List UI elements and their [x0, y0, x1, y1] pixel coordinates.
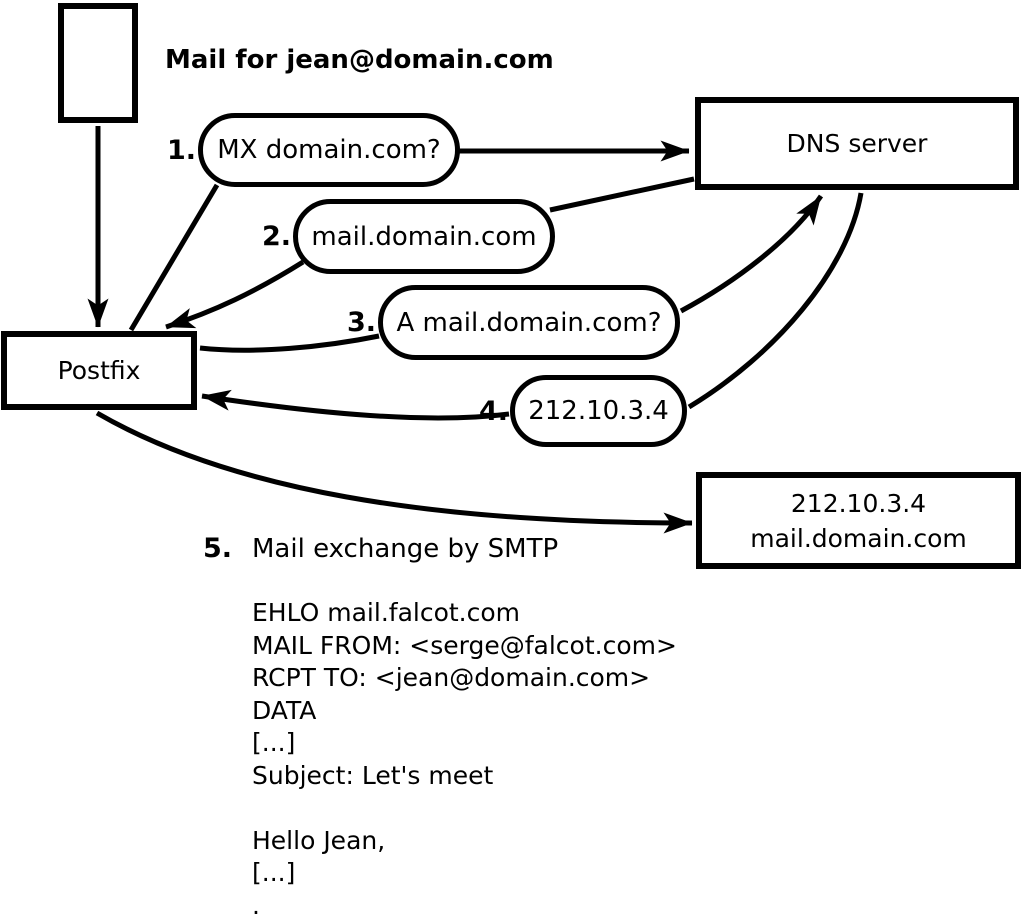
- target-hostname-label: mail.domain.com: [750, 523, 967, 553]
- query-pill-mx: [198, 113, 460, 187]
- query-pill-mx-label: MX domain.com?: [217, 135, 441, 165]
- arrow-answer4-to-postfix: [201, 389, 510, 421]
- line-dns-to-answer4: [687, 192, 864, 410]
- mail-message-box: [58, 3, 138, 123]
- arrow-postfix-to-mailserver-smtp: [95, 410, 693, 534]
- target-mailserver-box: [696, 472, 1021, 569]
- query-pill-a-record: [378, 285, 680, 360]
- answer-pill-mailhost-label: mail.domain.com: [311, 221, 537, 252]
- diagram-title: Mail for jean@domain.com: [165, 45, 554, 75]
- postfix-box: [1, 331, 197, 410]
- step-number-5: 5.: [202, 533, 232, 564]
- target-mailserver-labels: 212.10.3.4 mail.domain.com: [696, 472, 1021, 569]
- target-ip-label: 212.10.3.4: [790, 488, 927, 518]
- answer-pill-ip-label: 212.10.3.4: [528, 396, 669, 426]
- dns-server-label: DNS server: [786, 129, 928, 158]
- answer-pill-mailhost: [293, 199, 555, 274]
- arrow-query3-to-dns: [679, 194, 824, 314]
- arrow-answer2-to-postfix: [165, 259, 305, 330]
- postfix-label: Postfix: [57, 356, 141, 385]
- step-number-3: 3.: [346, 307, 376, 338]
- smtp-exchange-caption: Mail exchange by SMTP: [252, 534, 559, 564]
- step-number-2: 2.: [261, 221, 291, 252]
- line-dns-to-answer2: [549, 176, 695, 213]
- query-pill-a-record-label: A mail.domain.com?: [396, 307, 662, 338]
- smtp-session-transcript: EHLO mail.falcot.com MAIL FROM: <serge@f…: [252, 598, 677, 919]
- line-postfix-to-query1: [128, 183, 220, 332]
- line-postfix-to-query3: [199, 333, 380, 353]
- step-number-4: 4.: [478, 395, 508, 427]
- step-number-1: 1.: [166, 134, 196, 166]
- dns-server-box: [695, 97, 1019, 190]
- answer-pill-ip: [510, 375, 687, 447]
